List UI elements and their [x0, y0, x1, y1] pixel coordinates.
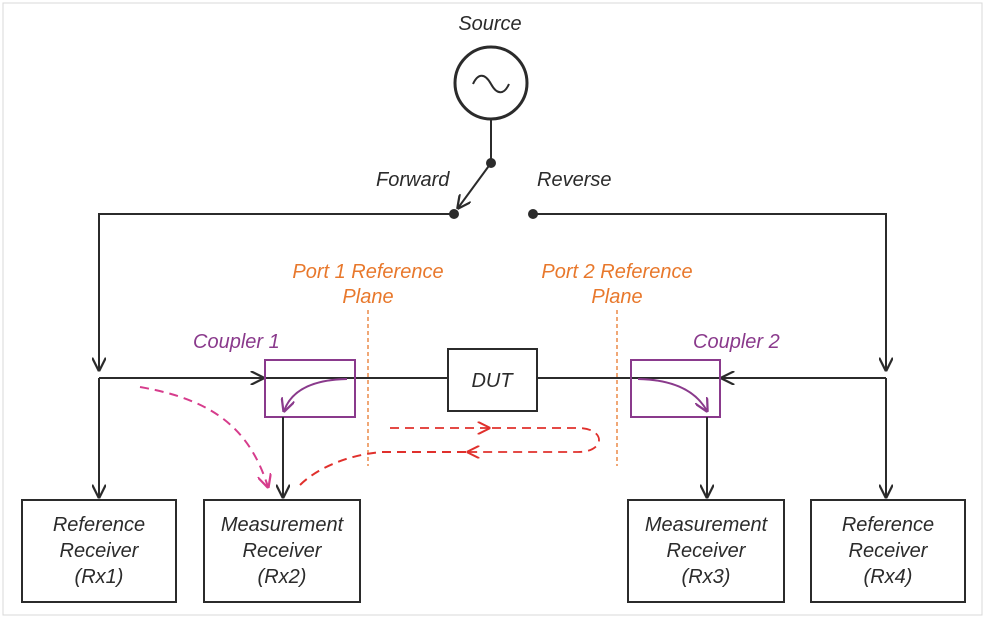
forward-bus-line	[99, 213, 454, 370]
receiver-rx1-line3: (Rx1)	[75, 566, 124, 588]
receiver-rx3-line1: Measurement	[645, 514, 769, 536]
coupler2-box	[630, 359, 721, 418]
receiver-rx3-line2: Receiver	[667, 540, 747, 562]
port2-plane-label-line1: Port 2 Reference	[541, 261, 692, 283]
port1-plane-label-line2: Plane	[342, 286, 393, 308]
port1-plane-label-line1: Port 1 Reference	[292, 261, 443, 283]
receiver-rx1: Reference Receiver (Rx1)	[21, 499, 177, 603]
source-label: Source	[458, 13, 521, 35]
receiver-rx1-line2: Receiver	[60, 540, 140, 562]
receiver-rx2: Measurement Receiver (Rx2)	[203, 499, 361, 603]
coupler1-label: Coupler 1	[193, 331, 280, 353]
receiver-rx3: Measurement Receiver (Rx3)	[627, 499, 785, 603]
coupler1-coupling-arrow	[284, 378, 348, 411]
receiver-rx4-line1: Reference	[842, 514, 934, 536]
coupler2-coupling-arrow	[637, 378, 707, 411]
receiver-rx1-line1: Reference	[53, 514, 145, 536]
reverse-label: Reverse	[537, 169, 611, 191]
reflection-path-return	[299, 451, 466, 486]
dut-box	[447, 348, 538, 412]
receiver-rx4-line3: (Rx4)	[864, 566, 913, 588]
receiver-rx2-line3: (Rx2)	[258, 566, 307, 588]
dut-label: DUT	[471, 370, 514, 392]
receiver-rx4-line2: Receiver	[849, 540, 929, 562]
source-icon	[453, 45, 529, 121]
switch-arm	[458, 162, 492, 208]
leakage-path-arrow	[139, 386, 268, 487]
receiver-rx4: Reference Receiver (Rx4)	[810, 499, 966, 603]
receiver-rx3-line3: (Rx3)	[682, 566, 731, 588]
coupler1-box	[264, 359, 356, 418]
coupler2-label: Coupler 2	[693, 331, 780, 353]
reverse-bus-line	[533, 213, 886, 370]
receiver-rx2-line2: Receiver	[243, 540, 323, 562]
reflection-path-loop	[468, 427, 600, 452]
forward-label: Forward	[376, 169, 450, 191]
port2-plane-label-line2: Plane	[591, 286, 642, 308]
receiver-rx2-line1: Measurement	[221, 514, 345, 536]
